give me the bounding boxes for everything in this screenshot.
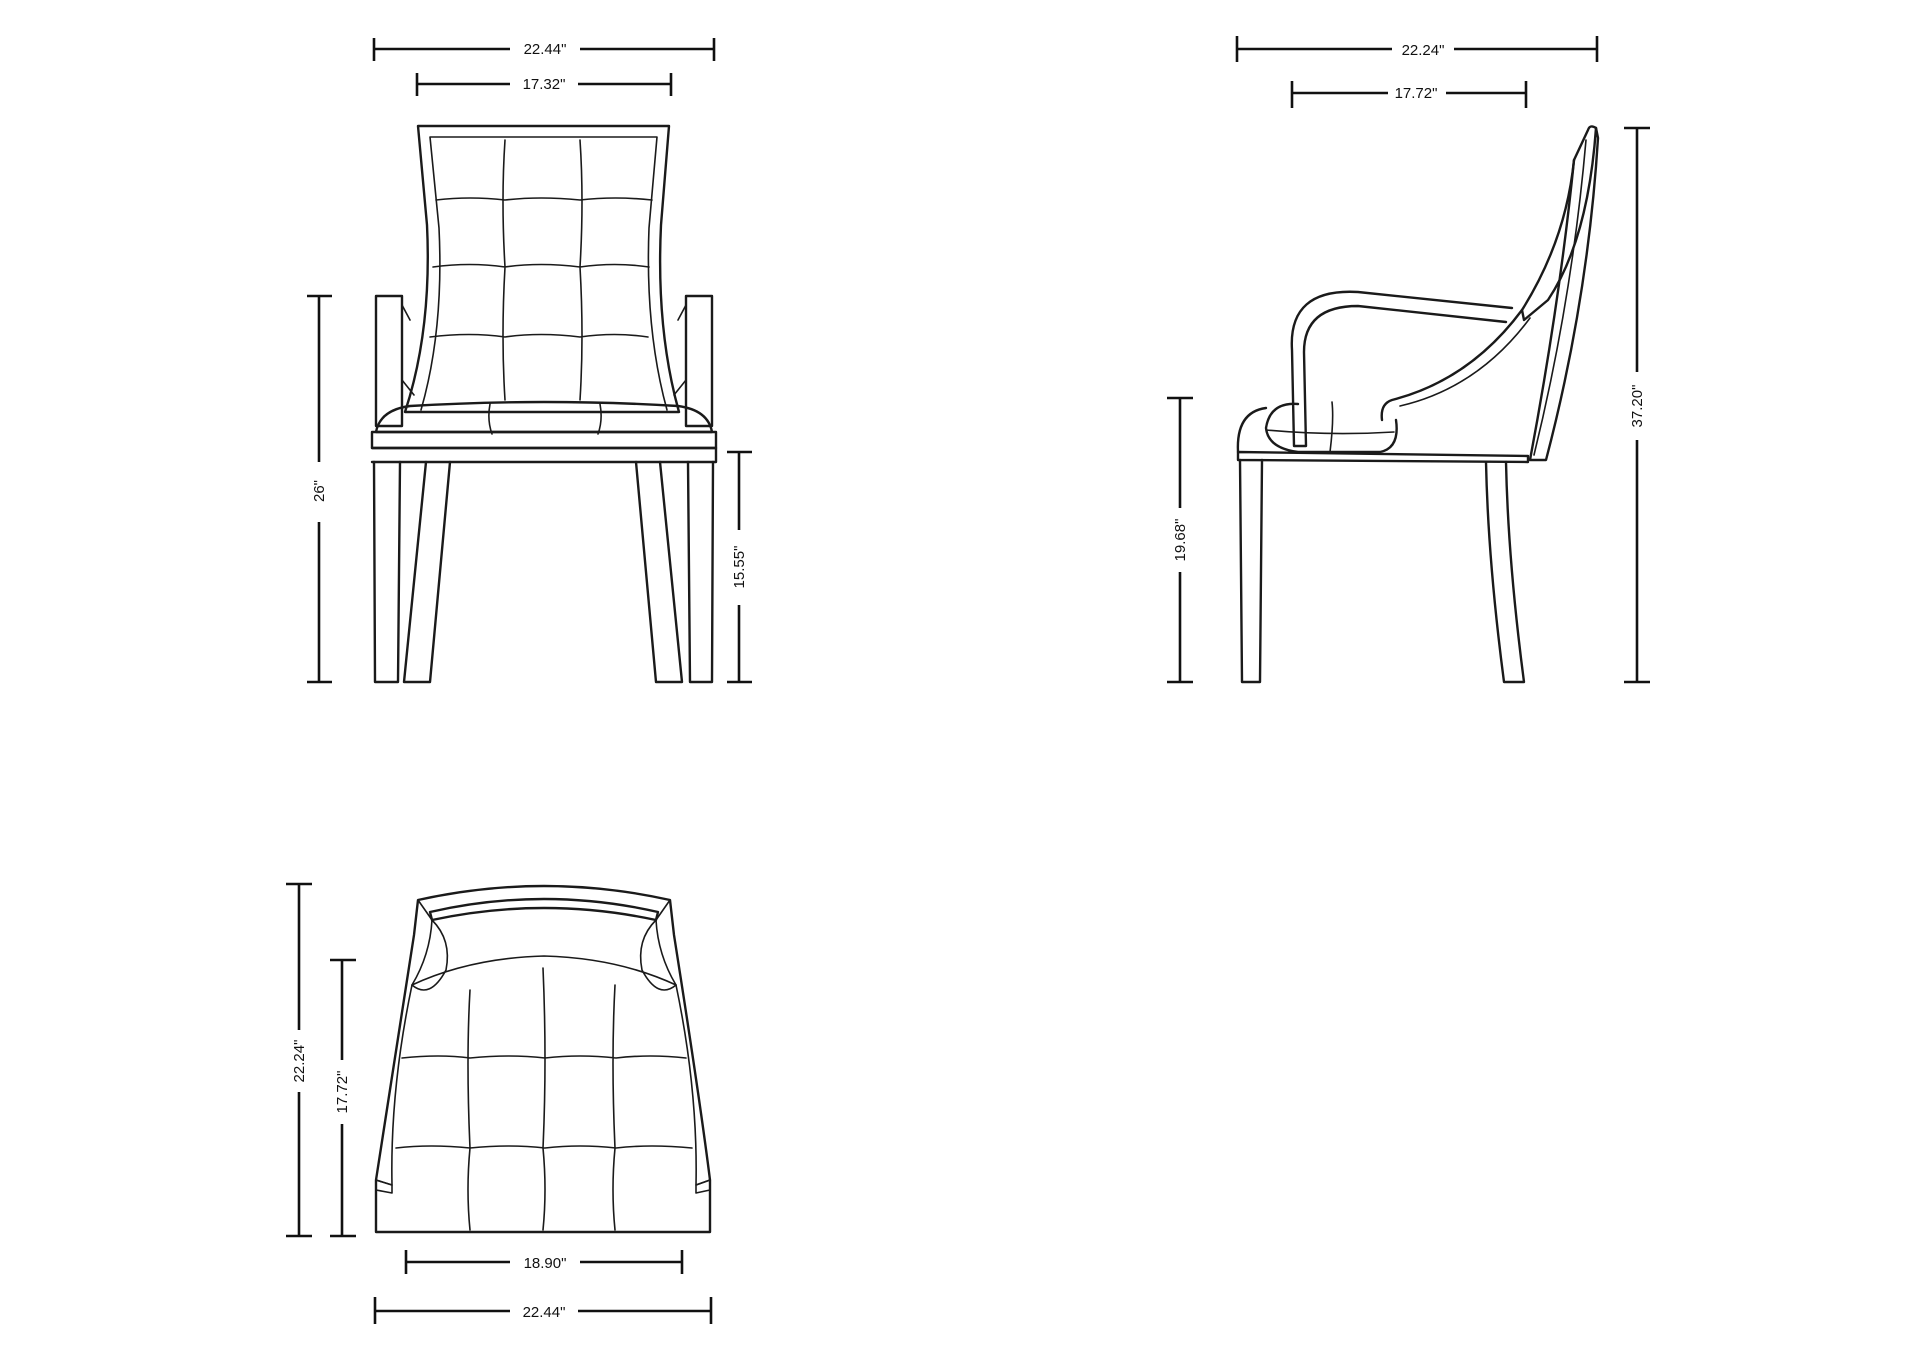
- top-dim-overall-depth: 22.24": [286, 882, 312, 1238]
- side-dim-overall-height: 37.20": [1624, 126, 1650, 684]
- front-dim-arm-height: 26": [307, 294, 332, 684]
- top-seat-tufting: [395, 955, 693, 1231]
- top-right-arm: [655, 899, 711, 1186]
- side-front-leg: [1238, 458, 1264, 684]
- side-back: [1520, 125, 1598, 322]
- front-view: [370, 124, 718, 684]
- front-left-leg: [372, 460, 402, 684]
- top-overall-width-label: 22.44": [523, 1304, 566, 1321]
- side-overall-height-label: 37.20": [1629, 385, 1646, 428]
- side-dim-overall-depth: 22.24": [1235, 36, 1599, 62]
- side-armrest: [1290, 290, 1514, 448]
- side-seat-height-label: 19.68": [1172, 519, 1189, 562]
- front-dim-overall-width: 22.44": [372, 38, 716, 61]
- front-arm-height-label: 26": [311, 480, 328, 502]
- front-left-inner-leg: [402, 460, 452, 684]
- front-right-leg: [686, 460, 715, 684]
- side-back-leg: [1484, 460, 1526, 684]
- front-dim-seat-height: 15.55": [727, 450, 752, 684]
- side-seat-cushion: [1264, 402, 1398, 454]
- side-overall-depth-label: 22.24": [1402, 42, 1445, 59]
- front-left-arm: [374, 294, 404, 428]
- top-seat-depth-label: 17.72": [334, 1071, 351, 1114]
- top-left-arm: [375, 899, 433, 1186]
- front-overall-width-label: 22.44": [524, 41, 567, 58]
- top-outline: [374, 884, 712, 1234]
- front-seat-height-label: 15.55": [731, 546, 748, 589]
- side-dim-seat-depth: 17.72": [1290, 81, 1528, 108]
- front-back-width-label: 17.32": [523, 76, 566, 93]
- side-seat-depth-label: 17.72": [1395, 85, 1438, 102]
- front-back-tufting: [429, 139, 653, 401]
- top-dim-seat-width: 18.90": [404, 1250, 684, 1274]
- front-back-inner: [420, 136, 668, 411]
- front-right-inner-leg: [634, 460, 684, 684]
- front-back-frame: [403, 124, 681, 414]
- front-dim-back-width: 17.32": [415, 73, 673, 96]
- side-view: [1236, 125, 1600, 684]
- top-view: [374, 884, 712, 1234]
- side-dim-seat-height: 19.68": [1167, 396, 1193, 684]
- top-overall-depth-label: 22.24": [291, 1040, 308, 1083]
- top-dim-seat-depth: 17.72": [330, 958, 356, 1238]
- front-seat-cushion: [374, 400, 714, 434]
- top-seat-width-label: 18.90": [524, 1255, 567, 1272]
- front-right-arm: [684, 294, 714, 428]
- top-dim-overall-width: 22.44": [373, 1297, 713, 1324]
